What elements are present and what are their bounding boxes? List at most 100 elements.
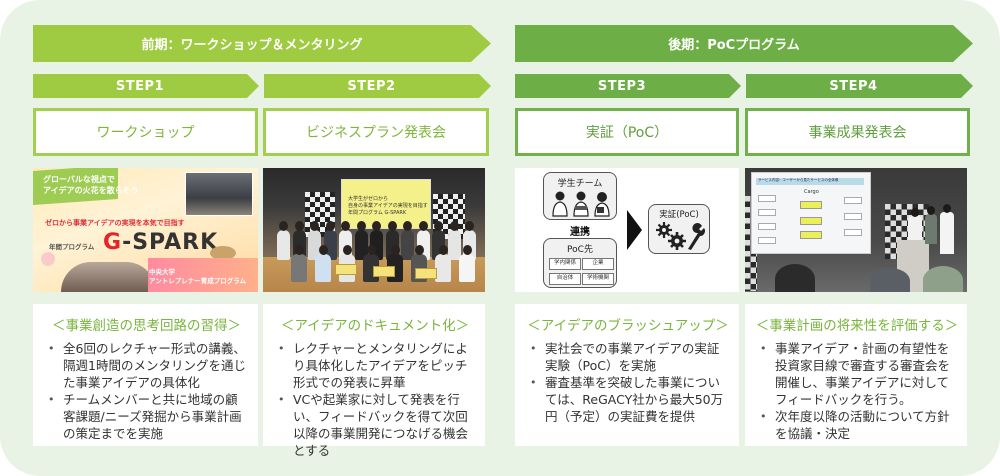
award-certificate	[373, 266, 395, 277]
step-arrow-2: STEP2	[264, 74, 491, 98]
step-name-box-3: 実証（PoC）	[515, 108, 739, 156]
poc-partner-box: PoC先 学内関係 企業 自治体 学術機関	[543, 238, 617, 288]
student-team-box: 学生チーム	[543, 172, 617, 220]
slide-box	[758, 195, 776, 202]
poster-workshop-photo	[61, 262, 156, 292]
bullet-item: 事業アイデア・計画の有望性を投資家目線で審査する審査会を開催し、事業アイデアに対…	[760, 340, 959, 408]
arrow-right-icon	[627, 210, 642, 250]
award-certificate	[335, 264, 357, 275]
step1-description-panel: ＜事業創造の思考回路の習得＞ 全6回のレクチャー形式の講義、隔週1時間のメンタリ…	[33, 304, 258, 446]
step-label: STEP1	[115, 78, 165, 94]
step-name-box-4: 事業成果発表会	[745, 108, 970, 156]
gspark-poster-image: グローバルな視点で アイデアの火花を散らそう ゼロから事業アイデアの実現を本気で…	[33, 168, 258, 292]
participants-group	[273, 218, 483, 283]
participant-head	[462, 245, 472, 255]
panel-title: ＜事業計画の将来性を評価する＞	[755, 318, 959, 334]
presenter-1-head	[911, 208, 919, 217]
participant-head	[294, 245, 304, 255]
participant-head	[390, 245, 400, 255]
partner-company: 企業	[582, 258, 614, 270]
screen-text: 大学生がゼロから 自身の事業アイデアの実現を目指す 年間プログラム G-SPAR…	[348, 196, 428, 217]
participant-head	[414, 245, 424, 255]
partner-municipality: 自治体	[549, 273, 581, 285]
poster-group-photo	[185, 172, 253, 216]
slide-box	[844, 213, 862, 220]
slide-highlight-box	[800, 217, 822, 225]
screen-text-line3: 年間プログラム G-SPARK	[348, 210, 407, 216]
participant-head	[438, 245, 448, 255]
bullet-list: 実社会での事業アイデアの実証実験（PoC）を実施 審査基準を突破した事業について…	[525, 340, 731, 425]
presenter-3	[940, 212, 954, 254]
participant-head	[366, 245, 376, 255]
lightbulb-icon	[41, 252, 55, 266]
participant-front-row	[459, 254, 475, 282]
screen-text-line1: 大学生がゼロから	[348, 196, 389, 202]
step2-description-panel: ＜アイデアのドキュメント化＞ レクチャーとメンタリングにより具体化したアイデアを…	[263, 304, 485, 458]
award-certificate	[415, 268, 437, 279]
participant-head	[372, 221, 381, 231]
step-arrow-3: STEP3	[515, 74, 741, 98]
presenter-2	[925, 214, 937, 244]
panel-title: ＜アイデアのドキュメント化＞	[280, 318, 470, 334]
poc-partner-label: PoC先	[567, 245, 593, 255]
poc-result-box: 実証(PoC)	[648, 204, 710, 254]
slide-box	[758, 223, 776, 230]
slide-box	[844, 197, 862, 204]
step-label: STEP2	[347, 78, 396, 94]
participant-head	[279, 221, 288, 231]
participant-front-row	[315, 254, 331, 282]
step-label: STEP3	[597, 78, 647, 94]
participant-head	[387, 221, 397, 231]
participant-head	[310, 221, 319, 231]
step-name: ビジネスプラン発表会	[306, 125, 446, 141]
participant-head	[449, 221, 459, 231]
poster-subtitle: ゼロから事業アイデアの実現を本気で目指す	[45, 219, 185, 227]
slide-box	[758, 237, 776, 244]
participant-head	[318, 245, 328, 255]
step-name: 事業成果発表会	[808, 125, 907, 141]
participant-head	[403, 221, 412, 231]
step-name-box-2: ビジネスプラン発表会	[263, 108, 489, 156]
participant-head	[342, 245, 352, 255]
step-name: ワークショップ	[96, 125, 195, 141]
step-arrow-1: STEP1	[33, 74, 259, 98]
step-label: STEP4	[829, 78, 878, 94]
audience-member	[775, 264, 815, 292]
phase-label: 後期：PoCプログラム	[668, 38, 800, 53]
phase-banner-second-half: 後期：PoCプログラム	[515, 25, 973, 62]
presenter-2-head	[927, 206, 935, 215]
presenter-3-head	[943, 204, 951, 213]
participant-head	[325, 221, 335, 231]
participant-head	[356, 221, 366, 231]
presenter-1	[908, 216, 922, 240]
poster-pink-band	[148, 258, 258, 292]
bullet-item: チームメンバーと共に地域の顧客課題/ニーズ発掘から事業計画の策定までを実施	[48, 391, 250, 442]
poster-program-label: 年間プログラム	[49, 243, 95, 251]
poc-diagram-image: 学生チーム 連携 PoC先 学内関係 企業 自治体 学術機関 実証(PoC)	[515, 168, 739, 292]
bullet-list: 事業アイデア・計画の有望性を投資家目線で審査する審査会を開催し、事業アイデアに対…	[755, 340, 959, 442]
bullet-list: レクチャーとメンタリングにより具体化したアイデアをピッチ形式での発表に昇華 VC…	[273, 340, 477, 459]
poster-tagline-line1: グローバルな視点で	[43, 175, 115, 184]
bullet-item: 審査基準を突破した事業については、ReGACY社から最大50万円（予定）の実証費…	[530, 374, 731, 425]
step-name: 実証（PoC）	[585, 125, 669, 141]
presentation-photo-image: サービス内容：ユーザーから見たサービスの全体像 Cargo	[745, 168, 967, 292]
poster-org-line1: 中央大学	[148, 268, 175, 276]
slide-title: サービス内容：ユーザーから見たサービスの全体像	[758, 178, 839, 182]
participant-front-row	[291, 254, 307, 282]
poster-tagline-line2: アイデアの火花を散らそう	[43, 186, 139, 195]
slide-highlight-box	[800, 231, 822, 239]
logo-rest: -SPARK	[122, 230, 219, 255]
panel-title: ＜アイデアのブラッシュアップ＞	[527, 318, 729, 334]
participant-head	[418, 221, 428, 231]
phase-label: 前期：ワークショップ＆メンタリング	[141, 38, 363, 53]
slide-box	[758, 209, 776, 216]
participant-head	[341, 221, 350, 231]
panel-title: ＜事業創造の思考回路の習得＞	[52, 318, 241, 334]
audience-member	[923, 266, 963, 292]
seedling-hand-icon	[210, 246, 236, 260]
participant-back-row	[447, 230, 461, 260]
participant-front-row	[435, 254, 451, 282]
bullet-item: VCや起業家に対して発表を行い、フィードバックを得て次回以降の事業開発につなげる…	[278, 391, 477, 459]
gears-wrench-icon	[656, 222, 705, 250]
bullet-item: レクチャーとメンタリングにより具体化したアイデアをピッチ形式での発表に昇華	[278, 340, 477, 391]
